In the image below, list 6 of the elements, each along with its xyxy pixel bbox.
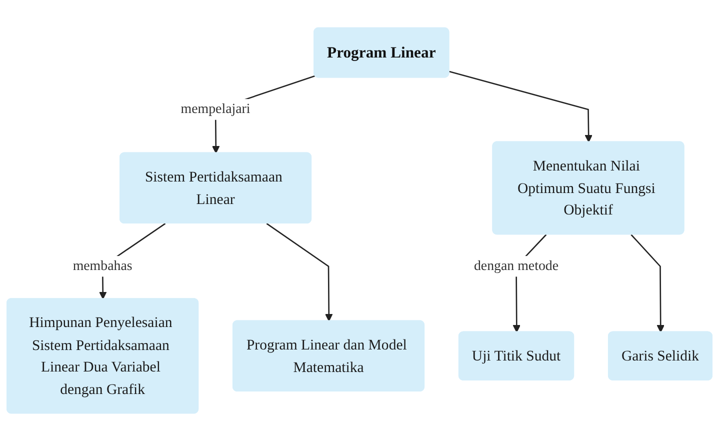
arrow <box>630 234 664 333</box>
edge-label: dengan metode <box>474 258 559 274</box>
edge-label: membahas <box>72 258 132 274</box>
edge-label: mempelajari <box>180 102 250 116</box>
arrow <box>266 223 333 322</box>
arrow <box>449 70 592 142</box>
